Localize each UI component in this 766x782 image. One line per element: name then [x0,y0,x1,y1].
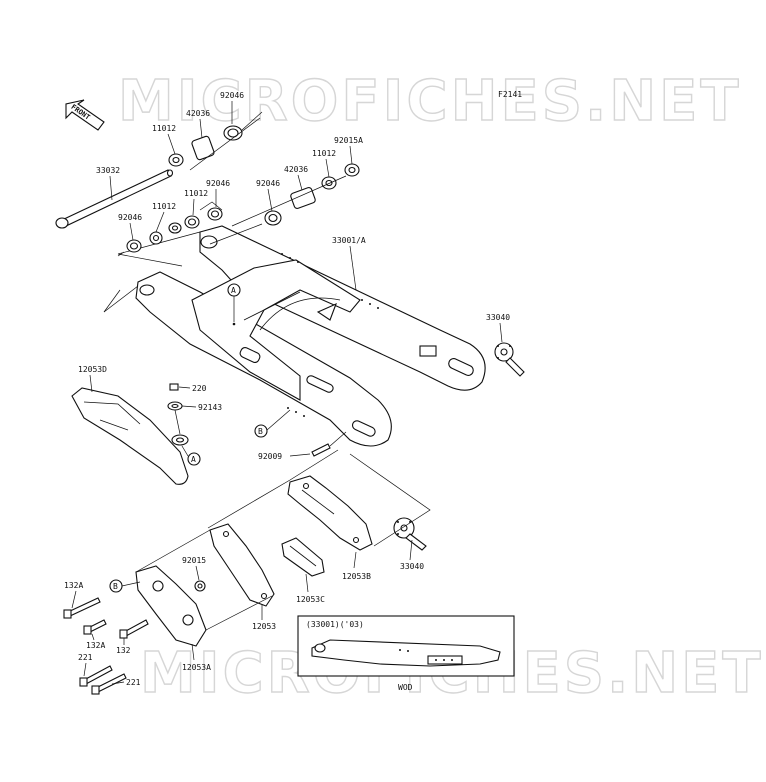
label-132a-2: 132A [86,641,105,650]
svg-text:A: A [191,455,196,464]
label-220: 220 [192,384,207,393]
bolt-92009 [311,431,347,457]
callout-a-upper: A [227,283,241,322]
label-12053d: 12053D [78,365,107,374]
chain-guide-12053 [209,523,275,607]
label-12053c: 12053C [296,595,325,604]
bolt-132 [119,619,149,639]
label-92046-top: 92046 [220,91,244,100]
chain-guide-12053b [287,475,373,551]
label-12053a: 12053A [182,663,211,672]
chain-guide-12053c [281,537,325,577]
svg-text:B: B [113,582,118,591]
label-33032: 33032 [96,166,120,175]
label-92143: 92143 [198,403,222,412]
screw-221-b [91,673,127,695]
figure-code: F2141 [498,90,522,99]
screw-221-a [79,665,113,687]
nut-92015 [194,580,206,592]
label-221-2: 221 [126,678,141,687]
label-132: 132 [116,646,131,655]
label-92046-mid: 92046 [256,179,280,188]
label-42036-top: 42036 [186,109,210,118]
screw-220 [169,383,179,391]
label-92015: 92015 [182,556,206,565]
pivot-shaft [55,169,174,229]
callout-b-lower: B [109,579,141,593]
chain-adjuster-bottom [393,517,427,551]
label-11012-left1: 11012 [184,189,208,198]
bolt-132a-lower [83,619,107,635]
label-221-1: 221 [78,653,93,662]
bearing-stack-left [117,201,223,257]
watermark-top: MICROFICHES.NET [118,69,742,134]
svg-text:B: B [258,427,263,436]
inset-title: (33001)('03) [306,620,364,629]
collar-92143 [167,401,189,446]
label-42036-mid: 42036 [284,165,308,174]
front-arrow-icon: FRONT [65,99,105,131]
chain-slider-12053d [71,387,189,485]
inset-variant-box: (33001)('03) [297,615,515,677]
label-92009: 92009 [258,452,282,461]
label-92015a: 92015A [334,136,363,145]
label-11012-left2: 11012 [152,202,176,211]
guide-bracket-12053a [135,565,207,647]
label-11012-mid: 11012 [312,149,336,158]
label-132a-1: 132A [64,581,83,590]
bolt-132a-upper [63,597,101,619]
inset-code: WOD [398,683,413,692]
callout-a-lower: A [181,445,201,466]
label-92046-left2: 92046 [118,213,142,222]
label-33040-top: 33040 [486,313,510,322]
bearing-stack-mid [209,163,360,245]
label-33040-bottom: 33040 [400,562,424,571]
svg-text:A: A [231,286,236,295]
bearing-stack-top [168,111,263,171]
label-12053b: 12053B [342,572,371,581]
chain-adjuster-top [494,342,525,377]
swing-arm [103,225,486,447]
label-11012-top: 11012 [152,124,176,133]
label-12053: 12053 [252,622,276,631]
callout-b-upper: B [254,409,291,438]
label-33001a: 33001/A [332,236,366,245]
label-92046-left1: 92046 [206,179,230,188]
